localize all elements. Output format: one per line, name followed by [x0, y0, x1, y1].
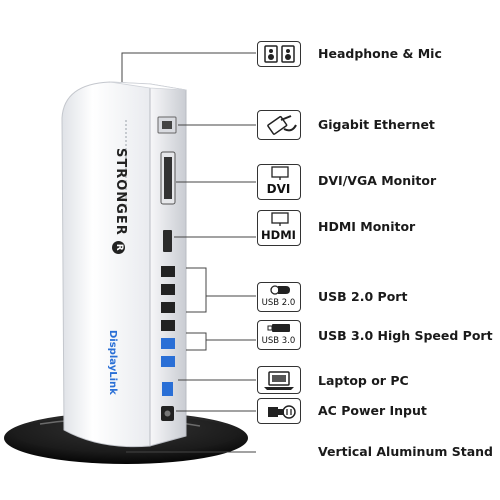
- usb2-port: [161, 266, 175, 277]
- label-dvi-vga-monitor: DVI/VGA Monitor: [318, 173, 437, 188]
- laptop-icon-box: [257, 366, 301, 394]
- ethernet-icon-box: [257, 110, 301, 140]
- dock-body: [61, 81, 187, 448]
- brand-registered-mark: R: [112, 241, 125, 255]
- dock-ports: [157, 116, 177, 421]
- usb3-icon-box: USB 3.0: [257, 320, 301, 350]
- label-laptop-pc: Laptop or PC: [318, 373, 409, 388]
- laptop-usb-port: [162, 382, 173, 396]
- hdmi-port: [163, 230, 172, 252]
- label-gigabit-ethernet: Gigabit Ethernet: [318, 117, 435, 132]
- label-usb2-port: USB 2.0 Port: [318, 289, 408, 304]
- label-usb3-port: USB 3.0 High Speed Port: [318, 328, 493, 343]
- displaylink-badge: DisplayLink: [107, 330, 118, 395]
- usb2-icon-box: USB 2.0: [257, 282, 301, 312]
- hdmi-icon-box: HDMI: [257, 210, 301, 246]
- label-headphone-mic: Headphone & Mic: [318, 46, 442, 61]
- usb2-icon-label: USB 2.0: [261, 298, 296, 308]
- label-hdmi-monitor: HDMI Monitor: [318, 219, 416, 234]
- callout-lines: [121, 52, 256, 453]
- headphone-mic-icon-box: [257, 41, 301, 67]
- usb3-port: [161, 356, 175, 367]
- dvi-icon-label: DVI: [266, 182, 291, 196]
- usb-drive-icon: [270, 285, 290, 295]
- laptop-icon: [264, 371, 294, 390]
- brand-name: STRONGER: [113, 148, 128, 236]
- usb3-icon-label: USB 3.0: [261, 336, 296, 346]
- monitor-icon: [271, 212, 289, 226]
- ethernet-cable-icon: [267, 115, 297, 135]
- speakers-icon: [264, 45, 295, 63]
- hdmi-icon-label: HDMI: [261, 228, 296, 242]
- label-ac-power: AC Power Input: [318, 403, 427, 418]
- power-plug-icon: [268, 405, 296, 419]
- dvi-icon-box: DVI: [257, 164, 301, 200]
- power-icon-box: [257, 398, 301, 424]
- usb2-port: [161, 320, 175, 331]
- usb2-port: [161, 284, 175, 295]
- monitor-icon: [271, 166, 289, 180]
- brand-logo: STRONGER R: [112, 148, 128, 255]
- usb2-port: [161, 302, 175, 313]
- usb-drive-icon: [267, 324, 290, 332]
- usb3-port: [161, 338, 175, 349]
- label-vertical-stand: Vertical Aluminum Stand: [318, 444, 493, 459]
